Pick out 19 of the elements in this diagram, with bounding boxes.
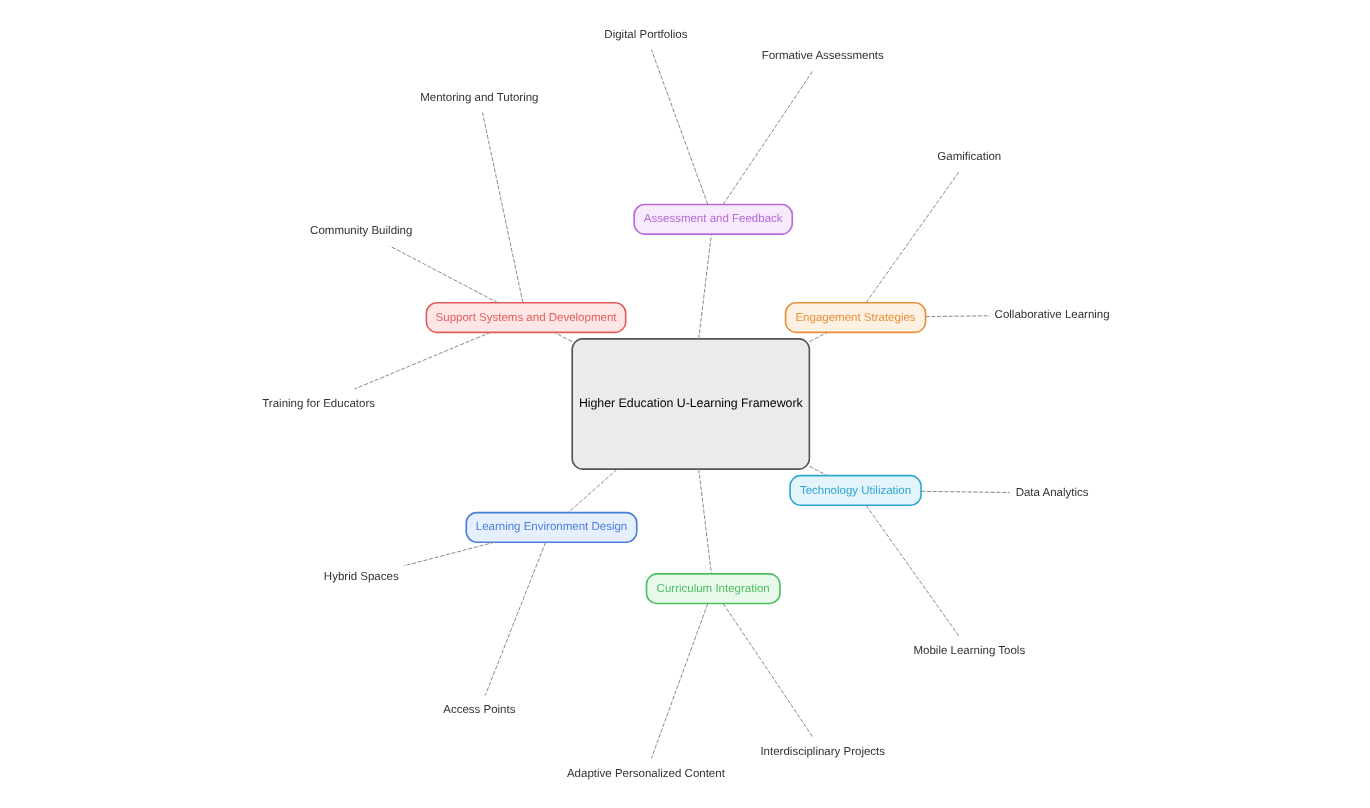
connector bbox=[864, 171, 959, 303]
connector bbox=[721, 70, 813, 205]
connector bbox=[924, 315, 990, 318]
connector bbox=[649, 49, 708, 205]
connector bbox=[697, 468, 711, 575]
connector bbox=[721, 603, 813, 738]
connector bbox=[807, 465, 827, 477]
connector bbox=[353, 331, 490, 390]
connector bbox=[807, 331, 827, 343]
connector bbox=[566, 468, 617, 513]
connector bbox=[552, 331, 572, 343]
connector bbox=[864, 505, 959, 637]
connector bbox=[481, 112, 523, 303]
connector bbox=[919, 490, 1010, 493]
connector bbox=[402, 541, 494, 567]
connector bbox=[697, 233, 711, 340]
connector bbox=[388, 245, 498, 304]
connector bbox=[483, 541, 546, 696]
connector bbox=[649, 603, 708, 759]
